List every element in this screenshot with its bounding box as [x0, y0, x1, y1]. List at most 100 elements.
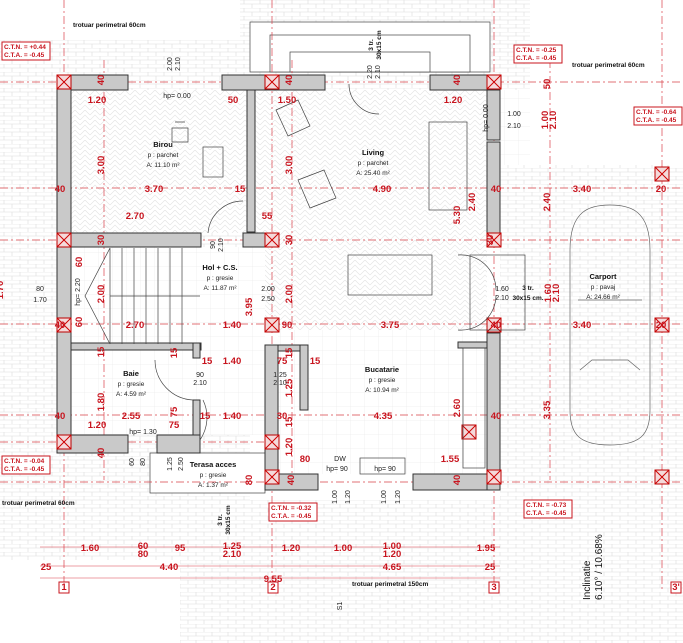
dimension-label: 3.40	[573, 320, 592, 331]
grid-axis-box	[488, 581, 500, 594]
dimension-label: 2.60	[452, 399, 463, 418]
dimension-label: 40	[491, 411, 502, 422]
dimension-label: 15	[284, 347, 295, 358]
room-area: A: 4.59 m²	[116, 391, 147, 398]
sidewalk-label: trotuar perimetral 150cm	[352, 581, 428, 588]
annotation-label: hp= 1.30	[129, 429, 157, 436]
dimension-label: 2.70	[126, 320, 145, 331]
annotation-label: 1.00	[332, 490, 339, 504]
dimension-label: 4.35	[374, 411, 393, 422]
level-cta: C.T.A. = -0.45	[516, 55, 557, 62]
level-ctn: C.T.N. = -0.04	[4, 458, 45, 465]
slope-value: 6.10° / 10.68%	[594, 534, 605, 600]
dimension-label: 1.25	[223, 541, 242, 552]
room-name: Birou	[153, 140, 173, 149]
dimension-label: 40	[55, 184, 66, 195]
dimension-label: 2.00	[284, 285, 295, 304]
dimension-label: 30	[485, 235, 496, 246]
sofa	[428, 121, 468, 211]
dimension-label: 1.20	[284, 438, 295, 457]
annotation-label: hp= 90	[326, 466, 348, 473]
pillar-marker	[264, 317, 280, 333]
dimension-label: 40	[96, 75, 107, 86]
dimension-label: 75	[169, 406, 180, 417]
sink	[359, 457, 406, 475]
dimension-label: 25	[41, 562, 52, 573]
pillar-marker	[486, 469, 502, 485]
level-ctn: C.T.N. = +0.44	[4, 44, 46, 51]
dimension-label: 30	[284, 235, 295, 246]
annotation-label: 1.25	[273, 372, 287, 379]
dimension-label: 9.55	[264, 574, 283, 585]
dimension-label: 3.35	[542, 400, 553, 419]
dimension-label: 25	[485, 562, 496, 573]
dimension-label: 1.20	[444, 95, 463, 106]
dimension-label: 3.00	[284, 156, 295, 175]
dimension-label: 2.00	[96, 285, 107, 304]
grid-axis-box	[670, 581, 682, 594]
dimension-label: 1.00	[334, 543, 353, 554]
annotation-label: 1.20	[345, 490, 352, 504]
annotation-label: 2.10	[375, 65, 382, 79]
dimension-label: 2.40	[467, 193, 478, 212]
dimension-label: 1.70	[0, 281, 6, 300]
dimension-label: 2.10	[551, 284, 562, 303]
dimension-label: 15	[284, 416, 295, 427]
dimension-label: 60	[74, 317, 85, 328]
stairs-size: 30x15 cm	[225, 505, 232, 534]
room-area: A: 25.40 m²	[356, 170, 390, 177]
dimension-label: 50	[542, 79, 553, 90]
slope-label: Inclinatie	[582, 560, 593, 600]
dimension-label: 2.10	[223, 549, 242, 560]
dimension-label: 1.40	[223, 320, 242, 331]
grid-axis-box	[267, 581, 279, 594]
level-box	[523, 499, 573, 519]
level-ctn: C.T.N. = -0.25	[516, 47, 557, 54]
level-cta: C.T.A. = -0.45	[526, 510, 567, 517]
dimension-label: 4.90	[373, 184, 392, 195]
level-box	[1, 41, 51, 61]
dimension-label: 1.40	[223, 411, 242, 422]
dimension-label: 75	[169, 420, 180, 431]
annotation-label: DW	[334, 456, 346, 463]
chair-icon	[171, 121, 189, 143]
dimension-label: 55	[262, 211, 273, 222]
annotation-label: 1.60	[495, 286, 509, 293]
dimension-label: 1.80	[96, 393, 107, 412]
dimension-label: 60	[74, 257, 85, 268]
dimension-label: 95	[175, 543, 186, 554]
kitchen-counter	[462, 347, 486, 469]
room-floor: p : pavaj	[591, 284, 616, 291]
dimension-label: 1.25	[284, 378, 295, 397]
pillar-marker	[486, 232, 502, 248]
car-icon	[569, 204, 651, 446]
dimension-label: 1.60	[81, 543, 100, 554]
stairs-size: 30x15 cm.	[512, 295, 543, 302]
room-floor: p : parchet	[358, 160, 389, 167]
annotation-label: hp= 0.00	[483, 104, 490, 132]
pillar-marker	[56, 434, 72, 450]
dimension-label: 75	[277, 356, 288, 367]
grid-axis-label: 1	[61, 582, 67, 593]
dimension-label: 2.40	[542, 193, 553, 212]
annotation-label: 60	[129, 458, 136, 466]
room-area: A: 24.66 m²	[586, 294, 620, 301]
dimension-label: 40	[96, 448, 107, 459]
stairs-size: 30x15 cm	[376, 30, 383, 59]
dimension-label: 15	[235, 184, 246, 195]
room-name: Bucatarie	[365, 365, 399, 374]
dimension-label: 30	[277, 411, 288, 422]
annotation-label: 2.10	[273, 380, 287, 387]
annotation-label: 90	[196, 372, 204, 379]
dimension-label: 1.40	[223, 356, 242, 367]
stairs-count: 3 tr.	[217, 514, 224, 526]
sidewalk-label: trotuar perimetral 60cm	[572, 62, 645, 69]
annotation-label: 2.10	[495, 295, 509, 302]
annotation-label: hp= 0.00	[163, 93, 191, 100]
level-ctn: C.T.N. = -0.32	[271, 505, 312, 512]
annotation-label: 1.20	[395, 490, 402, 504]
dining-table	[347, 254, 433, 296]
dimension-label: 15	[310, 356, 321, 367]
pillar-marker	[461, 424, 477, 440]
pillar-marker	[56, 317, 72, 333]
